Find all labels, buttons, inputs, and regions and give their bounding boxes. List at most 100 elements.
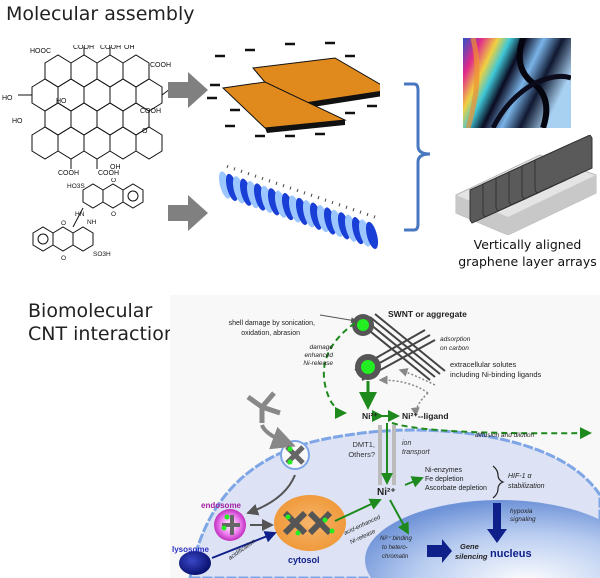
nickel-ligand-label: Ni²⁺--ligand	[402, 411, 449, 421]
endosome-label: endosome	[201, 501, 242, 510]
acidic-vesicle-shape	[274, 495, 346, 551]
go-label: O	[142, 128, 148, 135]
charge-tick	[233, 167, 236, 171]
rod-segment	[274, 190, 288, 218]
gene-silencing-label: silencing	[455, 552, 488, 561]
nanotube-rod	[218, 165, 379, 249]
adsorption-arrow-icon	[398, 368, 436, 386]
rod-segment	[302, 200, 316, 228]
rod-segment	[316, 205, 330, 233]
dye-label: HN	[75, 211, 85, 218]
vesicle-to-endosome-arrow-icon	[246, 474, 296, 516]
rod-segment	[358, 219, 372, 247]
hif-label: stabilization	[508, 483, 545, 490]
rod-segment	[323, 207, 337, 235]
ni-binding-label: chromatin	[382, 554, 409, 560]
hypoxia-arrow-shaft	[493, 503, 501, 531]
charge-tick	[310, 193, 313, 197]
biomolecular-title: Biomolecular CNT interactions	[28, 300, 186, 346]
dye-label: NH	[87, 219, 97, 226]
hypoxia-label: signaling	[510, 516, 536, 523]
dye-label: O	[111, 178, 116, 184]
rod-segment	[260, 185, 274, 213]
array-caption-line2: graphene layer arrays	[458, 254, 597, 269]
hypoxia-arrow-icon	[487, 529, 507, 543]
rod-segment	[225, 173, 239, 201]
go-label: COOH	[58, 170, 79, 175]
adsorption-label: adsorption	[440, 336, 471, 343]
diffusion-arrow-icon	[391, 422, 592, 440]
damage-label: Ni-release	[303, 360, 333, 367]
charge-tick	[373, 215, 376, 219]
go-label: COOH	[98, 170, 119, 175]
rod-segment	[218, 171, 232, 199]
dmt1-label: Others?	[348, 450, 375, 459]
ion-channel-left	[378, 425, 382, 485]
hif-label: HIF-1 α	[508, 473, 532, 480]
ion-transport-label: ion	[402, 440, 411, 447]
acid-release-arrow-icon	[334, 498, 382, 522]
ion-transport-label: transport	[402, 449, 431, 456]
ni-binding-label: Ni²⁺ binding	[380, 535, 413, 542]
chromatin-arrow-icon	[389, 499, 409, 535]
assembly-arrow-bottom-icon	[168, 195, 208, 231]
rod-segment	[267, 188, 281, 216]
lysosome-shape	[179, 551, 211, 575]
molecular-assembly-title: Molecular assembly	[6, 3, 195, 25]
go-label: HO	[56, 98, 67, 105]
charge-tick	[282, 184, 285, 188]
charge-tick	[359, 210, 362, 214]
nickel-particle-icon	[357, 319, 369, 331]
shell-damage-label: shell damage by sonication,	[229, 320, 315, 327]
ni-enzymes-label: Ni-enzymes	[425, 467, 462, 474]
liquid-crystal-micrograph	[463, 38, 571, 128]
extracellular-label: extracellular solutes	[450, 360, 517, 369]
dye-label: SO3H	[93, 251, 111, 258]
charge-tick	[352, 208, 355, 212]
nickel-ion-inner-label: Ni²⁺	[377, 487, 396, 498]
go-label: HO	[12, 118, 23, 125]
charge-tick	[345, 205, 348, 209]
go-label: COOH	[100, 45, 121, 51]
extracellular-label: including Ni-binding ligands	[450, 370, 542, 379]
go-label: OH	[110, 164, 121, 171]
dye-label: O	[61, 255, 66, 262]
solutes-arrow-icon	[378, 375, 429, 394]
charge-tick	[226, 165, 229, 169]
dmt1-label: DMT1,	[353, 440, 376, 449]
receptor-icon	[246, 391, 281, 423]
cnt-interaction-diagram: SWNT or aggregate shell damage by sonica…	[170, 295, 600, 578]
enzyme-arrow-icon	[404, 476, 424, 488]
rod-segment	[239, 178, 253, 206]
hypoxia-label: hypoxia	[510, 508, 533, 515]
rod-segment	[337, 212, 351, 240]
charge-tick	[366, 212, 369, 217]
shell-damage-label: oxidation, abrasion	[241, 330, 300, 337]
silencing-arrow-icon	[427, 539, 452, 563]
damage-release-arrow-icon	[322, 322, 356, 419]
charge-tick	[338, 203, 341, 207]
biomolecular-title-line2: CNT interactions	[28, 323, 186, 345]
charge-tick	[331, 200, 334, 205]
nucleus-label: nucleus	[490, 548, 532, 560]
go-label: OH	[124, 45, 135, 51]
diffusion-label: diffusion and dilution	[475, 432, 535, 439]
dye-label: O	[111, 211, 116, 218]
graphene-oxide-sheets	[207, 41, 380, 138]
rod-segment	[281, 193, 295, 221]
charge-tick	[240, 169, 243, 173]
endocytosis-arrow-icon	[260, 424, 296, 450]
lysosome-label: lysosome	[172, 545, 209, 554]
dye-molecule-structure: HO3S HN NH SO3H O O O O	[32, 178, 144, 262]
rod-segment	[330, 209, 344, 237]
array-caption: Vertically aligned graphene layer arrays	[455, 236, 600, 270]
charge-tick	[261, 176, 264, 181]
charge-tick	[275, 181, 278, 185]
grouping-brace	[404, 82, 431, 232]
charge-tick	[254, 174, 257, 178]
fe-depletion-label: Fe depletion	[425, 476, 464, 483]
ion-channel-right	[392, 425, 396, 485]
charge-tick	[324, 198, 327, 202]
array-caption-line1: Vertically aligned	[473, 237, 582, 252]
cytosol-label: cytosol	[288, 555, 320, 565]
